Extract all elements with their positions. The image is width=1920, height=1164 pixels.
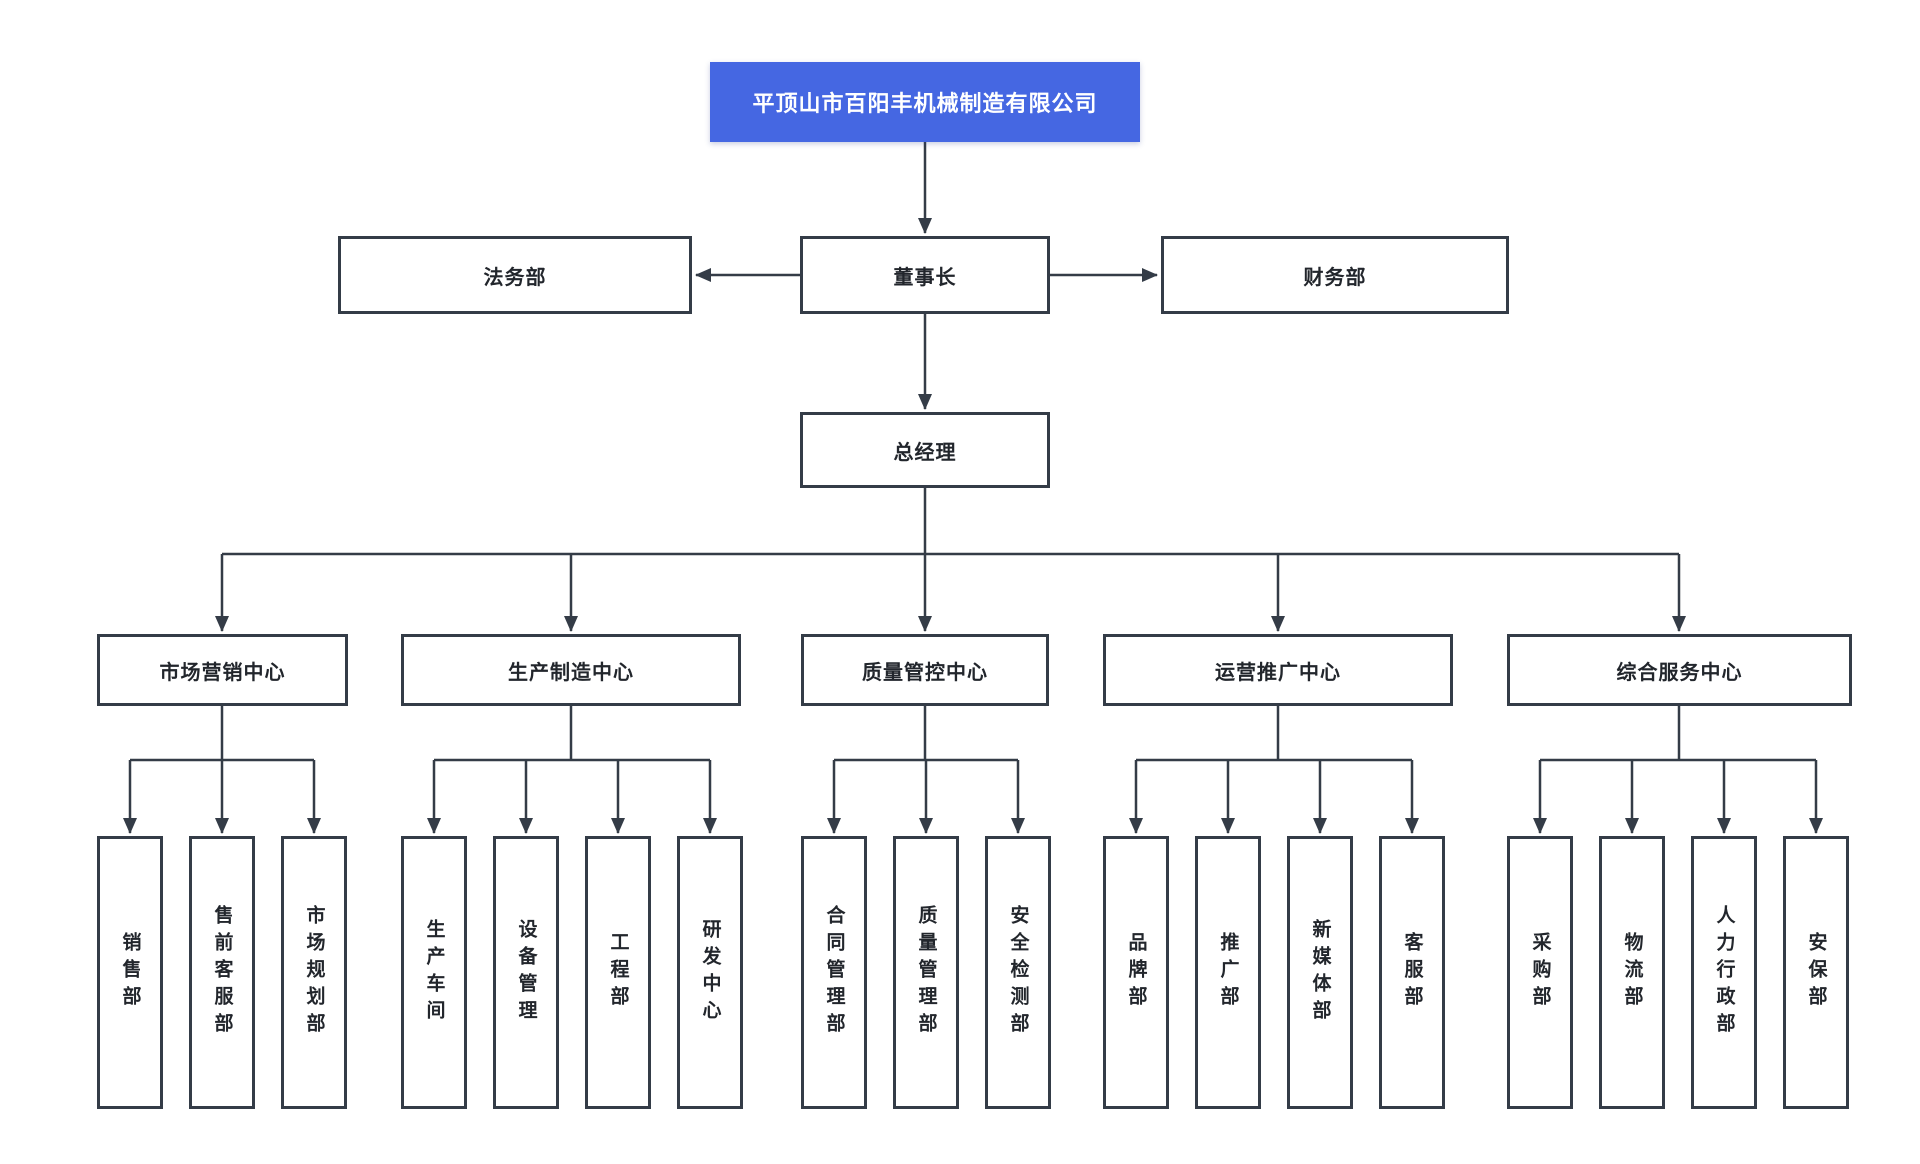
- org-node-legal-dept: 法务部: [338, 236, 692, 314]
- org-node-general-manager: 总经理: [800, 412, 1050, 488]
- department-label: 客服部: [1401, 932, 1423, 1013]
- department-label: 市场规划部: [303, 905, 325, 1040]
- center-label: 市场营销中心: [159, 661, 286, 684]
- legal-dept-label: 法务部: [483, 266, 547, 289]
- org-node-center-services: 综合服务中心: [1507, 634, 1852, 706]
- department-label: 生产车间: [423, 918, 445, 1027]
- org-node-department: 物流部: [1599, 836, 1665, 1109]
- org-node-finance-dept: 财务部: [1161, 236, 1509, 314]
- org-node-department: 工程部: [585, 836, 651, 1109]
- org-node-department: 质量管理部: [893, 836, 959, 1109]
- center-label: 综合服务中心: [1616, 661, 1743, 684]
- department-label: 品牌部: [1125, 932, 1147, 1013]
- department-label: 安保部: [1805, 932, 1827, 1013]
- general-manager-label: 总经理: [893, 441, 957, 464]
- org-node-company-root: 平顶山市百阳丰机械制造有限公司: [710, 62, 1140, 142]
- org-node-department: 售前客服部: [189, 836, 255, 1109]
- org-node-chairman: 董事长: [800, 236, 1050, 314]
- org-node-department: 安保部: [1783, 836, 1849, 1109]
- org-node-department: 销售部: [97, 836, 163, 1109]
- org-node-department: 生产车间: [401, 836, 467, 1109]
- org-node-department: 采购部: [1507, 836, 1573, 1109]
- org-node-department: 品牌部: [1103, 836, 1169, 1109]
- org-node-department: 新媒体部: [1287, 836, 1353, 1109]
- department-label: 质量管理部: [915, 905, 937, 1040]
- department-label: 设备管理: [515, 918, 537, 1027]
- org-node-department: 推广部: [1195, 836, 1261, 1109]
- chairman-label: 董事长: [893, 266, 957, 289]
- department-label: 销售部: [119, 932, 141, 1013]
- org-node-center-quality: 质量管控中心: [801, 634, 1049, 706]
- org-node-department: 设备管理: [493, 836, 559, 1109]
- department-label: 合同管理部: [823, 905, 845, 1040]
- org-node-department: 市场规划部: [281, 836, 347, 1109]
- department-label: 工程部: [607, 932, 629, 1013]
- center-label: 生产制造中心: [508, 661, 634, 684]
- department-label: 新媒体部: [1309, 918, 1331, 1027]
- org-node-department: 安全检测部: [985, 836, 1051, 1109]
- org-node-center-production: 生产制造中心: [401, 634, 741, 706]
- department-label: 推广部: [1217, 932, 1239, 1013]
- department-label: 安全检测部: [1007, 905, 1029, 1040]
- department-label: 人力行政部: [1713, 905, 1735, 1040]
- org-node-department: 研发中心: [677, 836, 743, 1109]
- org-node-center-operations: 运营推广中心: [1103, 634, 1453, 706]
- org-node-center-marketing: 市场营销中心: [97, 634, 348, 706]
- center-label: 运营推广中心: [1215, 661, 1341, 684]
- department-label: 研发中心: [699, 918, 721, 1027]
- department-label: 采购部: [1529, 932, 1551, 1013]
- org-node-department: 人力行政部: [1691, 836, 1757, 1109]
- finance-dept-label: 财务部: [1303, 266, 1367, 289]
- department-label: 物流部: [1621, 932, 1643, 1013]
- company-root-label: 平顶山市百阳丰机械制造有限公司: [752, 91, 1098, 116]
- department-label: 售前客服部: [211, 905, 233, 1040]
- org-node-department: 合同管理部: [801, 836, 867, 1109]
- org-node-department: 客服部: [1379, 836, 1445, 1109]
- center-label: 质量管控中心: [862, 661, 988, 684]
